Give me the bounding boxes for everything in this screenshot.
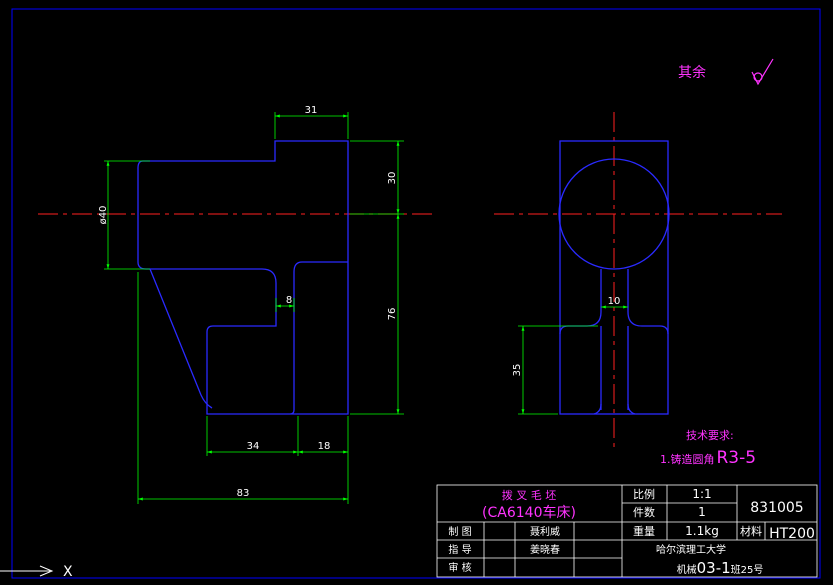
- material-label: 材料: [740, 524, 762, 538]
- front-outline: [137, 140, 349, 415]
- side-slot-left: [559, 269, 602, 410]
- surface-note: 其余: [678, 64, 706, 81]
- scale-label: 比例: [633, 487, 655, 501]
- ucs-icon: [0, 565, 54, 577]
- dim-34-text: 34: [247, 441, 260, 452]
- guide-label: 指 导: [448, 543, 471, 556]
- school-name: 哈尔滨理工大学: [656, 543, 726, 556]
- class-info: 机械03-1班25号: [677, 559, 764, 577]
- ucs-x-label: X: [63, 564, 73, 580]
- side-slot-right: [627, 269, 669, 410]
- dim-d40-text: ø40: [98, 206, 109, 225]
- material-value: HT200: [769, 526, 815, 542]
- review-label: 审 核: [448, 561, 471, 574]
- qty-label: 件数: [633, 506, 655, 519]
- dim-35-text: 35: [512, 364, 523, 377]
- drawn-name: 聂利威: [530, 525, 560, 538]
- side-outline: [559, 140, 669, 415]
- front-view: 31 30 76 ø40 8 34 18 83: [38, 105, 432, 504]
- weight-value: 1.1kg: [685, 524, 719, 538]
- machine-name: (CA6140车床): [482, 504, 576, 521]
- guide-name: 姜晓春: [530, 543, 560, 556]
- title-block: [436, 484, 818, 578]
- drawing-border: [11, 8, 821, 579]
- dim-31-text: 31: [305, 105, 318, 116]
- tech-req-title: 技术要求:: [686, 429, 734, 442]
- bore-circle: [558, 158, 670, 270]
- dim-18-text: 18: [318, 441, 331, 452]
- dim-10-text: 10: [608, 296, 621, 307]
- front-rib: [149, 268, 213, 409]
- dim-83-text: 83: [237, 488, 250, 499]
- roughness-symbol-icon: [751, 58, 774, 86]
- dim-30-text: 30: [387, 172, 398, 185]
- drawing-number: 831005: [750, 500, 803, 516]
- part-name: 拨 叉 毛 坯: [502, 488, 557, 502]
- scale-value: 1:1: [692, 487, 711, 501]
- dim-76-text: 76: [387, 308, 398, 321]
- dim-8-text: 8: [286, 295, 292, 306]
- qty-value: 1: [698, 505, 706, 519]
- weight-label: 重量: [633, 524, 655, 538]
- drawn-label: 制 图: [448, 525, 471, 538]
- side-view: 10 35: [494, 112, 782, 448]
